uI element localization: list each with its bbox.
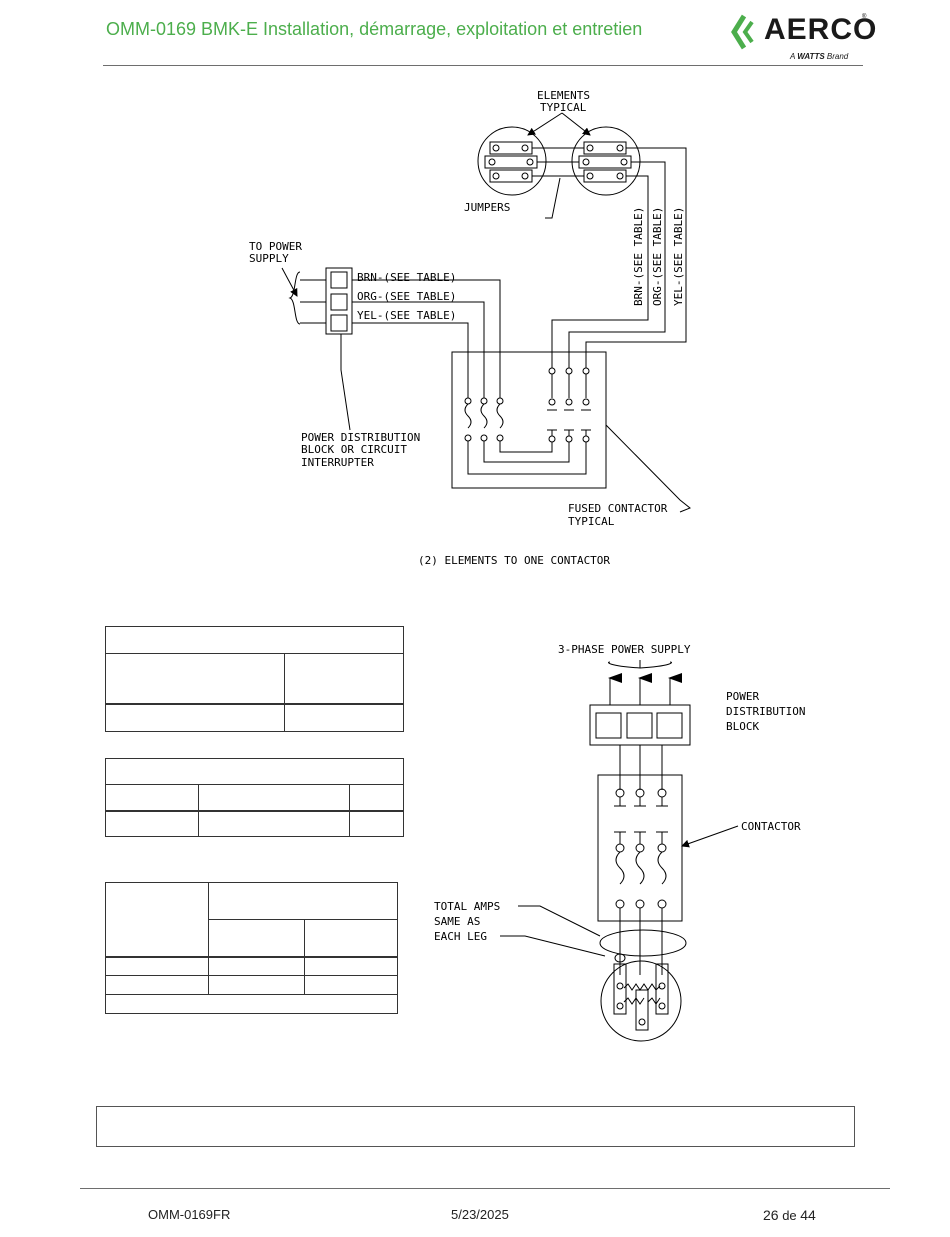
table-3-header-cell bbox=[105, 882, 209, 957]
table-1 bbox=[105, 626, 404, 732]
jumpers-label: JUMPERS bbox=[464, 201, 510, 214]
block-label-2: DISTRIBUTION bbox=[726, 705, 805, 718]
table-2-header-cell bbox=[349, 784, 404, 811]
heating-element-right bbox=[571, 126, 641, 196]
table-3-cell bbox=[208, 975, 305, 995]
wire-org-vertical-label: ORG-(SEE TABLE) bbox=[651, 207, 664, 306]
block-label-1: POWER bbox=[726, 690, 759, 703]
table-2-header-cell bbox=[198, 784, 350, 811]
pdb-label-1: POWER DISTRIBUTION bbox=[301, 431, 420, 444]
registered-mark: ® bbox=[862, 14, 867, 20]
table-3 bbox=[105, 882, 398, 1014]
to-power-label-1: TO POWER bbox=[249, 240, 302, 253]
table-3-header-cell bbox=[208, 882, 398, 920]
footer-doc-code: OMM-0169FR bbox=[148, 1207, 231, 1222]
logo-wordmark: AERCO bbox=[764, 13, 878, 46]
amps-label-1: TOTAL AMPS bbox=[434, 900, 500, 913]
wire-org-label: ORG-(SEE TABLE) bbox=[357, 290, 456, 303]
table-1-title-cell bbox=[105, 626, 404, 654]
contactor-label: CONTACTOR bbox=[741, 820, 801, 833]
aerco-logo-icon bbox=[731, 14, 754, 50]
table-3-cell bbox=[304, 975, 398, 995]
table-3-cell bbox=[208, 955, 305, 976]
logo-tagline: A WATTS Brand bbox=[790, 52, 849, 61]
amps-label-2: SAME AS bbox=[434, 915, 480, 928]
table-3-cell bbox=[105, 955, 209, 976]
wire-brn-label: BRN-(SEE TABLE) bbox=[357, 271, 456, 284]
table-2-cell bbox=[105, 809, 199, 837]
footer-divider bbox=[80, 1188, 890, 1189]
table-1-header-cell bbox=[105, 653, 285, 704]
wire-brn-vertical-label: BRN-(SEE TABLE) bbox=[632, 207, 645, 306]
pdb-label-2: BLOCK OR CIRCUIT bbox=[301, 443, 407, 456]
fused-contactor-label-1: FUSED CONTACTOR bbox=[568, 502, 668, 515]
table-2-title-cell bbox=[105, 758, 404, 785]
header-divider bbox=[103, 65, 863, 66]
to-power-label-2: SUPPLY bbox=[249, 252, 289, 265]
wire-yel-label: YEL-(SEE TABLE) bbox=[357, 309, 456, 322]
table-2-cell bbox=[198, 809, 350, 837]
elements-label-2: TYPICAL bbox=[540, 101, 587, 114]
pdb-label-3: INTERRUPTER bbox=[301, 456, 374, 469]
table-1-cell bbox=[284, 702, 404, 732]
footer-date: 5/23/2025 bbox=[451, 1207, 509, 1222]
note-box bbox=[96, 1106, 855, 1147]
table-3-cell bbox=[304, 955, 398, 976]
heating-element-left bbox=[477, 126, 547, 196]
block-label-3: BLOCK bbox=[726, 720, 759, 733]
elements-label-1: ELEMENTS bbox=[537, 89, 590, 102]
table-3-cell bbox=[105, 975, 209, 995]
table-2 bbox=[105, 758, 404, 837]
table-3-header-cell bbox=[304, 919, 398, 957]
table-3-header-cell bbox=[208, 919, 305, 957]
footer-page-number: 26 de 44 bbox=[763, 1207, 816, 1223]
diagram-caption: (2) ELEMENTS TO ONE CONTACTOR bbox=[418, 554, 610, 567]
amps-label-3: EACH LEG bbox=[434, 930, 487, 943]
table-1-cell bbox=[105, 702, 285, 732]
table-3-note-cell bbox=[105, 994, 398, 1014]
fused-contactor-label-2: TYPICAL bbox=[568, 515, 615, 528]
table-2-header-cell bbox=[105, 784, 199, 811]
document-title: OMM-0169 BMK-E Installation, démarrage, … bbox=[106, 19, 643, 39]
table-2-cell bbox=[349, 809, 404, 837]
wire-yel-vertical-label: YEL-(SEE TABLE) bbox=[672, 207, 685, 306]
supply-label: 3-PHASE POWER SUPPLY bbox=[558, 643, 691, 656]
table-1-header-cell bbox=[284, 653, 404, 704]
